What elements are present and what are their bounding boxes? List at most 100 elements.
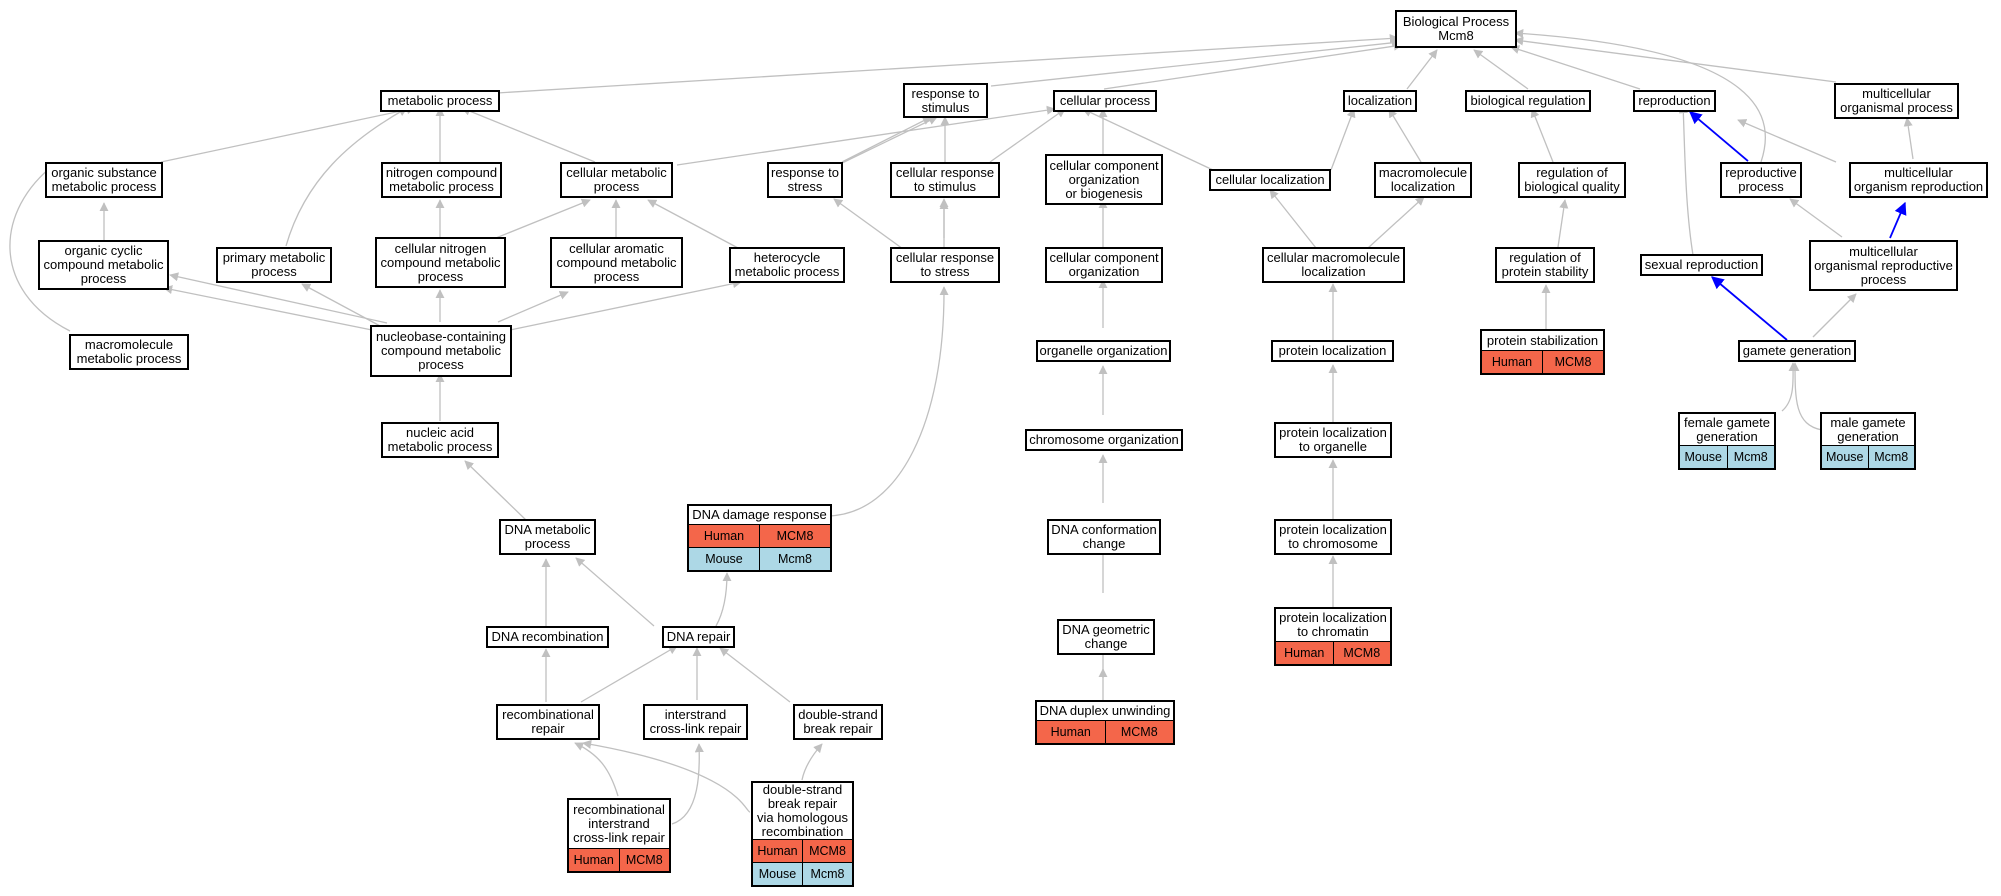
node-regulation-of-protein-stability[interactable]: regulation of protein stability — [1495, 247, 1595, 283]
node-primary-metabolic-process[interactable]: primary metabolic process — [216, 247, 332, 283]
node-label: protein localization to chromosome — [1279, 522, 1387, 551]
node-multicellular-organismal-reproductive-process[interactable]: multicellular organismal reproductive pr… — [1809, 240, 1958, 291]
node-cellular-nitrogen-compound-metabolic-process[interactable]: cellular nitrogen compound metabolic pro… — [375, 237, 506, 288]
node-organic-cyclic-compound-metabolic-process[interactable]: organic cyclic compound metabolic proces… — [38, 240, 169, 290]
node-regulation-of-biological-quality[interactable]: regulation of biological quality — [1518, 162, 1626, 198]
node-label: biological regulation — [1470, 93, 1586, 108]
node-interstrand-cross-link-repair[interactable]: interstrand cross-link repair — [643, 704, 748, 740]
edge — [496, 33, 1399, 94]
edge — [719, 647, 791, 703]
edge — [801, 743, 823, 781]
node-sexual-reproduction[interactable]: sexual reproduction — [1640, 254, 1763, 276]
node-double-strand-break-repair[interactable]: double-strand break repair — [793, 704, 883, 740]
edge — [1082, 108, 1214, 171]
gene-label: MCM8 — [802, 840, 852, 862]
node-double-strand-break-repair-via-homologous-recombination[interactable]: double-strand break repair via homologou… — [751, 781, 854, 887]
node-dna-metabolic-process[interactable]: DNA metabolic process — [499, 519, 596, 555]
node-label: organic substance metabolic process — [51, 165, 157, 194]
node-cellular-aromatic-compound-metabolic-process[interactable]: cellular aromatic compound metabolic pro… — [550, 237, 683, 288]
node-label: DNA duplex unwinding — [1039, 703, 1171, 718]
node-macromolecule-metabolic-process[interactable]: macromolecule metabolic process — [69, 334, 189, 370]
annotation-human: Human MCM8 — [753, 839, 852, 862]
node-organic-substance-metabolic-process[interactable]: organic substance metabolic process — [45, 162, 163, 198]
node-dna-recombination[interactable]: DNA recombination — [486, 626, 609, 648]
node-protein-localization-to-chromosome[interactable]: protein localization to chromosome — [1274, 519, 1392, 555]
node-chromosome-organization[interactable]: chromosome organization — [1025, 429, 1183, 451]
node-heterocycle-metabolic-process[interactable]: heterocycle metabolic process — [729, 247, 845, 283]
edge — [1514, 29, 1766, 163]
node-multicellular-organism-reproduction[interactable]: multicellular organism reproduction — [1849, 162, 1988, 198]
edge-highlight — [1689, 111, 1749, 162]
node-label: double-strand break repair via homologou… — [756, 782, 849, 839]
node-label: cellular macromolecule localization — [1267, 250, 1400, 279]
node-metabolic-process[interactable]: metabolic process — [380, 90, 500, 112]
edge — [1367, 196, 1425, 249]
node-organelle-organization[interactable]: organelle organization — [1036, 340, 1171, 362]
node-cellular-component-organization[interactable]: cellular component organization — [1045, 247, 1163, 283]
node-macromolecule-localization[interactable]: macromolecule localization — [1374, 162, 1472, 198]
edge — [1678, 104, 1695, 262]
node-dna-repair[interactable]: DNA repair — [662, 626, 735, 648]
node-localization[interactable]: localization — [1343, 90, 1417, 112]
edge — [676, 105, 1056, 166]
node-recombinational-interstrand-cross-link-repair[interactable]: recombinational interstrand cross-link r… — [567, 798, 671, 873]
node-protein-localization-to-organelle[interactable]: protein localization to organelle — [1274, 422, 1392, 458]
node-dna-conformation-change[interactable]: DNA conformation change — [1047, 519, 1161, 555]
node-cellular-macromolecule-localization[interactable]: cellular macromolecule localization — [1262, 247, 1405, 283]
species-label: Mouse — [1825, 450, 1864, 464]
node-cellular-process[interactable]: cellular process — [1053, 90, 1157, 112]
node-label: double-strand break repair — [798, 707, 878, 736]
node-reproduction[interactable]: reproduction — [1633, 90, 1716, 112]
node-protein-localization[interactable]: protein localization — [1271, 340, 1394, 362]
node-response-to-stimulus[interactable]: response to stimulus — [903, 83, 988, 118]
edge — [497, 291, 569, 323]
node-label: cellular localization — [1215, 172, 1325, 187]
node-nucleobase-containing-compound-metabolic-process[interactable]: nucleobase-containing compound metabolic… — [370, 325, 512, 377]
node-label: primary metabolic process — [222, 250, 326, 279]
edge — [169, 272, 388, 324]
node-cellular-metabolic-process[interactable]: cellular metabolic process — [560, 162, 673, 198]
node-dna-geometric-change[interactable]: DNA geometric change — [1057, 619, 1155, 655]
node-nitrogen-compound-metabolic-process[interactable]: nitrogen compound metabolic process — [381, 162, 502, 198]
species-label: Human — [757, 844, 798, 858]
node-gamete-generation[interactable]: gamete generation — [1738, 340, 1856, 362]
node-label: localization — [1347, 93, 1413, 108]
edge — [1388, 108, 1422, 163]
node-biological-process[interactable]: Biological Process Mcm8 — [1395, 10, 1517, 48]
species-label: Human — [703, 529, 745, 543]
edge — [1103, 41, 1403, 90]
edge-highlight — [1711, 276, 1788, 341]
node-cellular-component-organization-or-biogenesis[interactable]: cellular component organization or bioge… — [1045, 154, 1163, 205]
node-multicellular-organismal-process[interactable]: multicellular organismal process — [1834, 83, 1959, 119]
node-reproductive-process[interactable]: reproductive process — [1720, 162, 1802, 198]
node-response-to-stress[interactable]: response to stress — [767, 162, 843, 198]
node-cellular-localization[interactable]: cellular localization — [1209, 169, 1331, 191]
node-label: reproduction — [1638, 93, 1711, 108]
gene-label: MCM8 — [1542, 351, 1603, 373]
node-label: DNA geometric change — [1062, 622, 1150, 651]
edge — [715, 572, 732, 627]
edge — [464, 460, 528, 522]
node-label: organic cyclic compound metabolic proces… — [43, 243, 164, 286]
node-cellular-response-to-stimulus[interactable]: cellular response to stimulus — [890, 162, 1000, 198]
species-label: Mouse — [705, 552, 743, 566]
node-nucleic-acid-metabolic-process[interactable]: nucleic acid metabolic process — [381, 422, 499, 458]
node-recombinational-repair[interactable]: recombinational repair — [496, 704, 600, 740]
edge — [574, 742, 619, 797]
node-label: cellular metabolic process — [566, 165, 667, 194]
node-biological-regulation[interactable]: biological regulation — [1465, 90, 1591, 112]
node-cellular-response-to-stress[interactable]: cellular response to stress — [890, 247, 1000, 283]
node-label: cellular component organization — [1049, 250, 1159, 279]
node-label: reproductive process — [1725, 165, 1797, 194]
node-label: protein localization to organelle — [1279, 425, 1387, 454]
